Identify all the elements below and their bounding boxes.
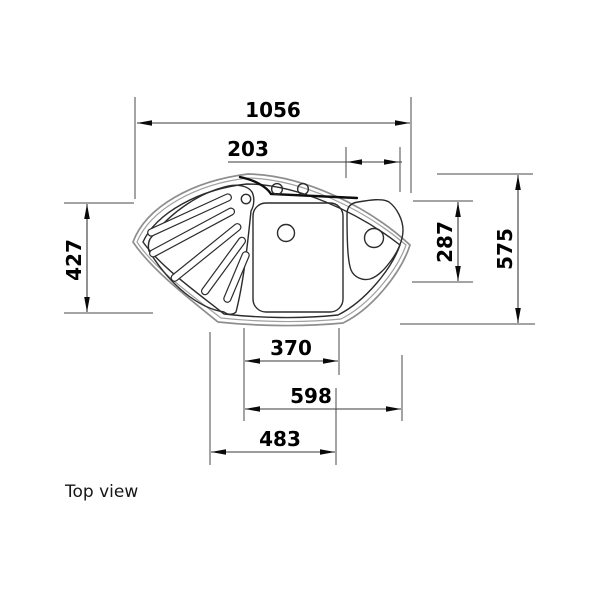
arrowhead bbox=[455, 266, 461, 281]
corner-bowl bbox=[346, 199, 404, 281]
arrowhead bbox=[515, 308, 521, 323]
arrowhead bbox=[245, 406, 260, 412]
arrowhead bbox=[386, 406, 401, 412]
drain-groove bbox=[223, 251, 250, 303]
tap-hole bbox=[270, 182, 284, 196]
dim-label-1056: 1056 bbox=[245, 98, 301, 122]
arrowhead bbox=[347, 159, 362, 165]
drain-groove bbox=[147, 193, 232, 237]
sink-outer-rim-inner-edge bbox=[136, 177, 407, 323]
dim-label-203: 203 bbox=[227, 137, 269, 161]
dimension-arrowheads bbox=[84, 120, 521, 455]
sink-outline bbox=[132, 173, 411, 327]
drainboard-hole bbox=[240, 193, 252, 205]
arrowhead bbox=[245, 358, 260, 364]
arrowhead bbox=[320, 449, 335, 455]
arrowhead bbox=[515, 175, 521, 190]
dim-label-370: 370 bbox=[270, 336, 312, 360]
main-bowl-drain bbox=[276, 223, 296, 243]
drain-groove bbox=[200, 236, 247, 296]
tap-ledge-edge bbox=[238, 175, 359, 200]
arrowhead bbox=[211, 449, 226, 455]
dim-label-483: 483 bbox=[259, 427, 301, 451]
tap-hole bbox=[296, 182, 310, 196]
arrowhead bbox=[84, 204, 90, 219]
corner-bowl-drain bbox=[363, 227, 385, 249]
tap-ledge bbox=[238, 175, 359, 200]
main-bowl-outline bbox=[252, 202, 344, 313]
arrowhead bbox=[137, 120, 152, 126]
arrowhead bbox=[84, 297, 90, 312]
view-caption: Top view bbox=[64, 482, 138, 502]
drain-groove bbox=[170, 223, 242, 282]
arrowhead bbox=[323, 358, 338, 364]
dim-label-598: 598 bbox=[290, 384, 332, 408]
drain-groove bbox=[149, 207, 236, 258]
dim-label-575: 575 bbox=[493, 228, 517, 270]
main-bowl bbox=[252, 202, 344, 313]
sink-outer-rim bbox=[132, 173, 411, 327]
drainboard bbox=[147, 184, 255, 315]
corner-bowl-outline bbox=[346, 199, 404, 281]
drainboard-outline bbox=[147, 184, 255, 315]
dim-label-287: 287 bbox=[433, 221, 457, 263]
sink-inner-rim bbox=[142, 183, 401, 319]
dimension-extension-lines bbox=[64, 97, 535, 465]
arrowhead bbox=[395, 120, 410, 126]
dimension-labels: 1056 203 427 287 575 370 598 483 bbox=[62, 98, 517, 451]
arrowhead bbox=[455, 202, 461, 217]
dim-label-427: 427 bbox=[62, 239, 86, 281]
arrowhead bbox=[384, 159, 399, 165]
